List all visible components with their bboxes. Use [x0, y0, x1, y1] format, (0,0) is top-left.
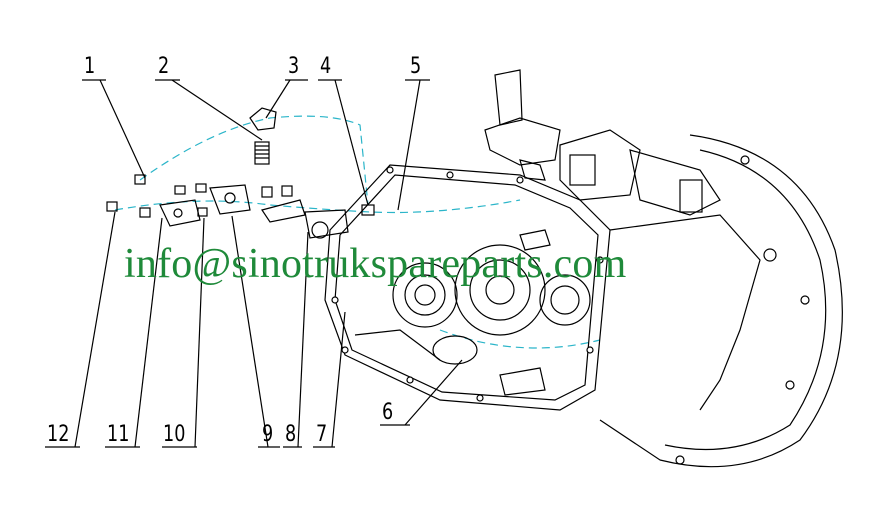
callout-3: 3: [288, 54, 300, 79]
callout-5: 5: [410, 54, 422, 79]
callout-10: 10: [163, 422, 186, 447]
small-parts: [106, 107, 375, 239]
clutch-bell-housing: [599, 134, 843, 468]
callout-2: 2: [158, 54, 170, 79]
transmission-housing: [324, 164, 611, 411]
callout-12: 12: [47, 422, 70, 447]
callout-4: 4: [320, 54, 332, 79]
leader-lines: [45, 79, 463, 448]
shift-mechanism: [484, 69, 721, 216]
callout-9: 9: [262, 422, 274, 447]
callout-7: 7: [316, 422, 328, 447]
callout-6: 6: [382, 400, 394, 425]
callout-1: 1: [84, 54, 96, 79]
assembly-dashed-lines: [114, 115, 601, 349]
callout-11: 11: [107, 422, 130, 447]
watermark-email: info@sinotrukspareparts.com: [124, 241, 627, 287]
callout-8: 8: [285, 422, 297, 447]
